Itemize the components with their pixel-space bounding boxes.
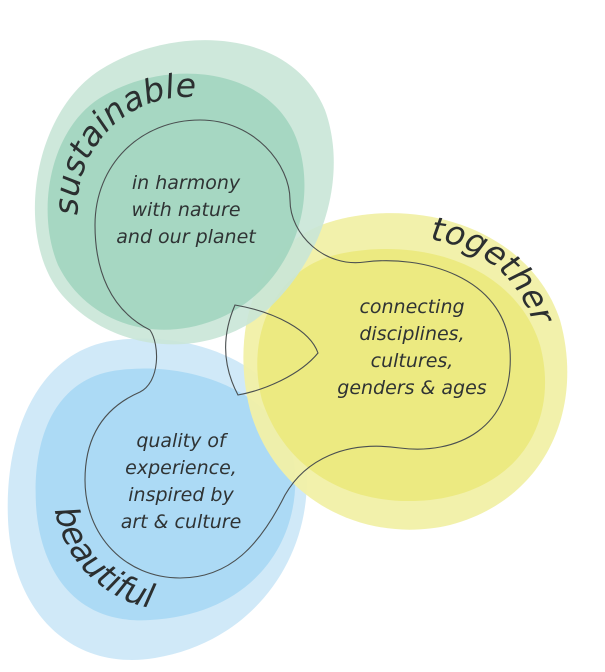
yellow-blob-inner [257, 249, 546, 502]
green-blob-inner [47, 73, 305, 330]
connecting-outline [84, 119, 511, 579]
together-line-1: connecting [359, 296, 464, 318]
beautiful-line-1: quality of [136, 430, 229, 452]
blue-blob-inner [35, 368, 296, 621]
center-lens-outline [225, 304, 319, 396]
beautiful-description: quality of experience, inspired by art &… [121, 430, 242, 533]
sustainable-line-2: with nature [131, 199, 240, 221]
together-line-3: cultures, [371, 350, 454, 372]
sustainable-line-1: in harmony [132, 172, 241, 194]
beautiful-line-2: experience, [125, 457, 237, 479]
sustainable-description: in harmony with nature and our planet [116, 172, 257, 248]
beautiful-line-4: art & culture [121, 511, 242, 533]
together-description: connecting disciplines, cultures, gender… [337, 296, 487, 399]
sustainable-line-3: and our planet [116, 226, 257, 248]
together-line-4: genders & ages [337, 377, 487, 399]
beautiful-line-3: inspired by [128, 484, 234, 506]
together-line-2: disciplines, [359, 323, 464, 345]
